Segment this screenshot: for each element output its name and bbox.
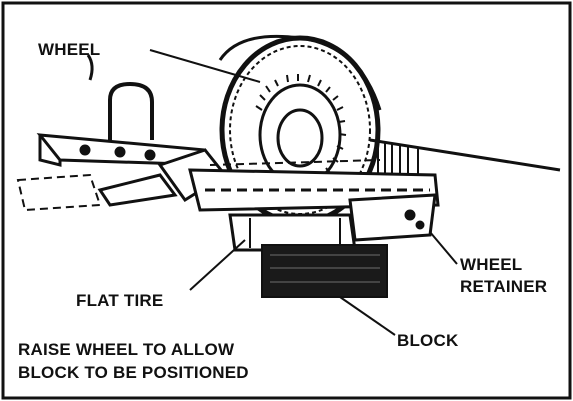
crossbar: [188, 168, 440, 242]
leader-wheel-retainer: [429, 231, 458, 265]
leader-block: [339, 296, 396, 336]
wheel-label: WHEEL: [38, 40, 101, 59]
flat-tire-label: FLAT TIRE: [76, 291, 164, 310]
leader-lines: [149, 49, 458, 336]
wheel-retainer-label-line2: RETAINER: [460, 277, 548, 296]
block: [261, 244, 388, 298]
wheel-retainer-label-line1: WHEEL: [460, 255, 523, 274]
tire-ribs: [377, 140, 419, 180]
hook-handle: [86, 54, 154, 150]
instruction-line2: BLOCK TO BE POSITIONED: [18, 363, 249, 382]
tire: [218, 34, 382, 225]
leader-wheel: [149, 49, 261, 83]
instruction-line1: RAISE WHEEL TO ALLOW: [18, 340, 235, 359]
block-label: BLOCK: [397, 331, 459, 350]
dashed-arm-outline: [16, 159, 381, 212]
leader-flat-tire: [189, 239, 246, 291]
rail-line: [369, 138, 561, 172]
